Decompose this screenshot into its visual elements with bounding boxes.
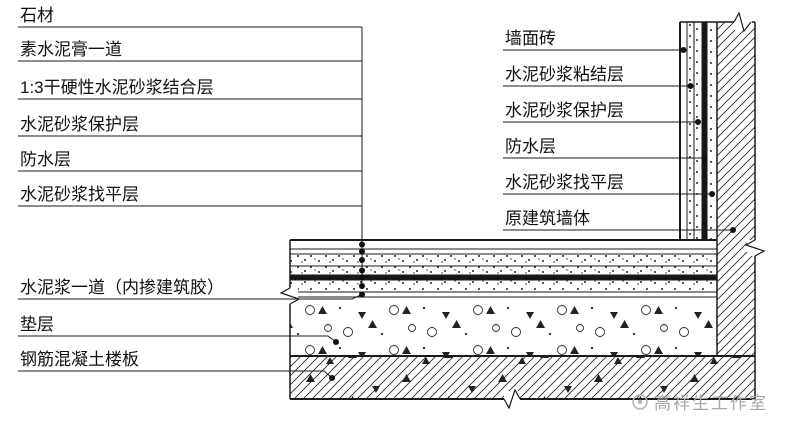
right-break-mark bbox=[744, 239, 766, 257]
watermark-text: 高祥生工作室 bbox=[654, 394, 768, 413]
label-floor-protective: 水泥砂浆保护层 bbox=[20, 115, 139, 134]
wall-leader-lines bbox=[503, 47, 736, 233]
floor-assembly bbox=[290, 254, 755, 399]
label-wall-bonding: 水泥砂浆粘结层 bbox=[505, 65, 624, 84]
wall-protective-layer bbox=[694, 22, 702, 240]
watermark-logo-icon bbox=[632, 394, 648, 410]
label-floor-slab: 钢筋混凝土楼板 bbox=[20, 350, 139, 369]
wall-labels: 墙面砖 水泥砂浆粘结层 水泥砂浆保护层 防水层 水泥砂浆找平层 原建筑墙体 bbox=[505, 29, 624, 228]
label-floor-slurry: 水泥浆一道（内掺建筑胶） bbox=[20, 278, 224, 297]
label-floor-cement-paste: 素水泥膏一道 bbox=[20, 39, 122, 59]
label-wall-leveling: 水泥砂浆找平层 bbox=[505, 173, 624, 192]
left-break-mark bbox=[279, 287, 301, 305]
wall-leveling-layer bbox=[707, 22, 717, 240]
bottom-break-mark bbox=[503, 388, 521, 410]
watermark: 高祥生工作室 bbox=[632, 394, 768, 413]
floor-protective-layer bbox=[290, 266, 717, 275]
label-floor-waterproof: 防水层 bbox=[20, 150, 71, 169]
floor-bonding-layer bbox=[290, 254, 717, 266]
wall-waterproof-layer bbox=[702, 22, 707, 240]
label-wall-body: 原建筑墙体 bbox=[505, 209, 590, 228]
wall-body-hatch bbox=[717, 22, 755, 356]
label-floor-bonding: 1:3干硬性水泥砂浆结合层 bbox=[20, 78, 214, 97]
floor-slab-triangles bbox=[290, 356, 755, 399]
floor-labels: 石材 素水泥膏一道 1:3干硬性水泥砂浆结合层 水泥砂浆保护层 防水层 水泥砂浆… bbox=[20, 6, 224, 369]
label-wall-tile: 墙面砖 bbox=[505, 29, 556, 48]
label-floor-leveling: 水泥砂浆找平层 bbox=[20, 185, 139, 204]
break-marks bbox=[279, 11, 766, 410]
wall-bonding-layer bbox=[687, 22, 694, 240]
floor-cushion-layer bbox=[290, 297, 717, 356]
label-wall-waterproof: 防水层 bbox=[505, 137, 556, 156]
floor-waterproof-layer bbox=[290, 275, 717, 280]
top-break-mark bbox=[733, 11, 752, 33]
label-floor-cushion: 垫层 bbox=[20, 315, 54, 334]
floor-leader-lines bbox=[18, 26, 365, 381]
label-wall-protective: 水泥砂浆保护层 bbox=[505, 101, 624, 120]
label-floor-stone: 石材 bbox=[20, 6, 54, 25]
floor-leveling-layer bbox=[290, 280, 717, 292]
wall-assembly bbox=[687, 22, 755, 356]
